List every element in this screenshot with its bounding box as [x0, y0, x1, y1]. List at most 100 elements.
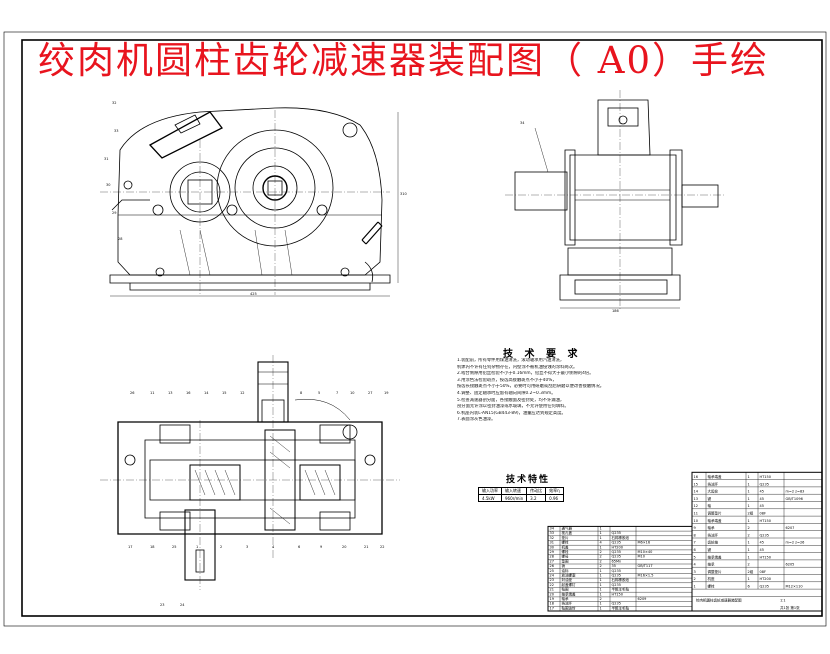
part-callout: 28	[118, 237, 122, 241]
bom-cell: m=2 z=83	[786, 490, 805, 494]
tech-characteristics-title: 技术特性	[506, 475, 551, 485]
bom-cell: 轴承	[708, 525, 716, 530]
bom-cell: 放油螺塞	[562, 573, 576, 578]
bom-cell: 30	[550, 545, 554, 549]
bom-cell: 08F	[760, 512, 766, 516]
bom-cell: 1	[600, 569, 602, 573]
tech-requirement-item: 按齿长接触斑点不小于50%，必要时可用研磨或刮后研磨以便改善接触情况。	[457, 384, 605, 390]
bom-cell: GB/T117	[638, 564, 653, 568]
bom-cell: 轴承端盖	[708, 474, 722, 479]
bom-cell: 2	[694, 577, 696, 581]
bom-cell: m=2 z=26	[786, 541, 805, 545]
bom-cell: 1	[748, 490, 750, 494]
tech-characteristics-value-row: 4.5kW 960r/min 3.2 0.96	[478, 494, 564, 502]
bom-cell: 键	[708, 496, 712, 501]
part-callout: 23	[160, 603, 164, 607]
bom-cell: 35	[612, 564, 616, 568]
bom-cell: M10×40	[638, 550, 653, 554]
bom-cell: 23	[550, 578, 554, 582]
part-callout: 10	[350, 391, 354, 395]
part-callout: 1	[196, 545, 198, 549]
bom-cell: 31	[550, 541, 554, 545]
tech-requirement-item: 机体内不许有任何杂物存在，内壁涂不被机油侵蚀的涂料两次。	[457, 364, 578, 370]
tech-char-header: 传动比	[526, 487, 547, 495]
bom-cell: 1	[748, 482, 750, 486]
part-callout: 32	[112, 101, 116, 105]
tech-requirement-item: 3.用涂色法检验斑点，按齿高接触斑点不小于40%，	[457, 377, 557, 383]
bom-cell: 14	[694, 490, 699, 494]
bom-cell: 机盖	[562, 544, 570, 549]
part-callout: 29	[112, 211, 116, 215]
bom-cell: 销	[562, 563, 566, 568]
bom-cell: 6205	[786, 563, 795, 567]
bom-cell: 1	[600, 545, 602, 549]
bom-cell: 34	[550, 527, 555, 531]
bom-cell: Q235	[612, 550, 621, 554]
bom-cell: Q235	[612, 555, 621, 559]
bom-cell: 轴承	[708, 562, 716, 567]
bom-cell: 1	[600, 527, 602, 531]
bom-cell: 29	[550, 550, 554, 554]
sheet-outer-border	[3, 31, 827, 627]
bom-row: 34 通气器 1	[548, 526, 692, 532]
bom-cell: 32	[550, 536, 554, 540]
bom-cell: 挡油环	[562, 601, 573, 606]
bom-cell: 齿轮轴	[708, 540, 719, 545]
bom-cell: 45	[760, 504, 764, 508]
tech-requirements-title: 技 术 要 求	[503, 349, 582, 360]
bom-cell: HT150	[612, 592, 623, 596]
part-callout: 2	[220, 545, 222, 549]
bom-cell: 1	[748, 504, 750, 508]
part-callout: 20	[342, 545, 346, 549]
bom-cell: 1	[748, 555, 750, 559]
tech-char-value: 0.96	[545, 494, 564, 502]
part-callout: 16	[186, 391, 190, 395]
bom-cell: 2	[748, 563, 750, 567]
bom-cell: 6209	[638, 597, 647, 601]
part-callout: 22	[380, 545, 384, 549]
bom-cell: 1	[600, 578, 602, 582]
tech-requirement-item: 1.装配前，所有零件用煤油清洗，滚动轴承用汽油清洗，	[457, 358, 565, 363]
bom-cell: 2	[748, 526, 750, 530]
bom-cell: 垫圈	[562, 558, 570, 563]
bom-cell: 25	[550, 569, 554, 573]
bom-cell: 16	[694, 475, 698, 479]
bom-cell: 17	[550, 606, 554, 610]
tech-char-header: 效率η	[545, 487, 564, 495]
part-callout: 14	[204, 391, 209, 395]
bom-cell: 22	[550, 583, 554, 587]
tech-characteristics-table: 输入功率 输入转速 传动比 效率η 4.5kW 960r/min 3.2 0.9…	[478, 487, 564, 502]
bom-cell: 27	[550, 559, 554, 563]
bom-cell: HT200	[760, 577, 771, 581]
bom-cell: 轴承	[562, 596, 570, 601]
bom-cell: 2	[600, 550, 602, 554]
bom-cell: M16×1.5	[638, 574, 654, 578]
dim-310: 310	[400, 192, 407, 196]
bom-cell: 1	[748, 497, 750, 501]
bom-cell: 1	[694, 585, 696, 589]
bom-cell: 石棉橡胶纸	[612, 535, 630, 540]
bom-cell: Q235	[760, 482, 769, 486]
part-callout: 26	[130, 391, 134, 395]
tech-characteristics-header-row: 输入功率 输入转速 传动比 效率η	[478, 487, 564, 495]
bom-cell: 1	[600, 536, 602, 540]
bom-cell: 通气器	[562, 526, 573, 531]
bom-cell: 1	[748, 541, 750, 545]
